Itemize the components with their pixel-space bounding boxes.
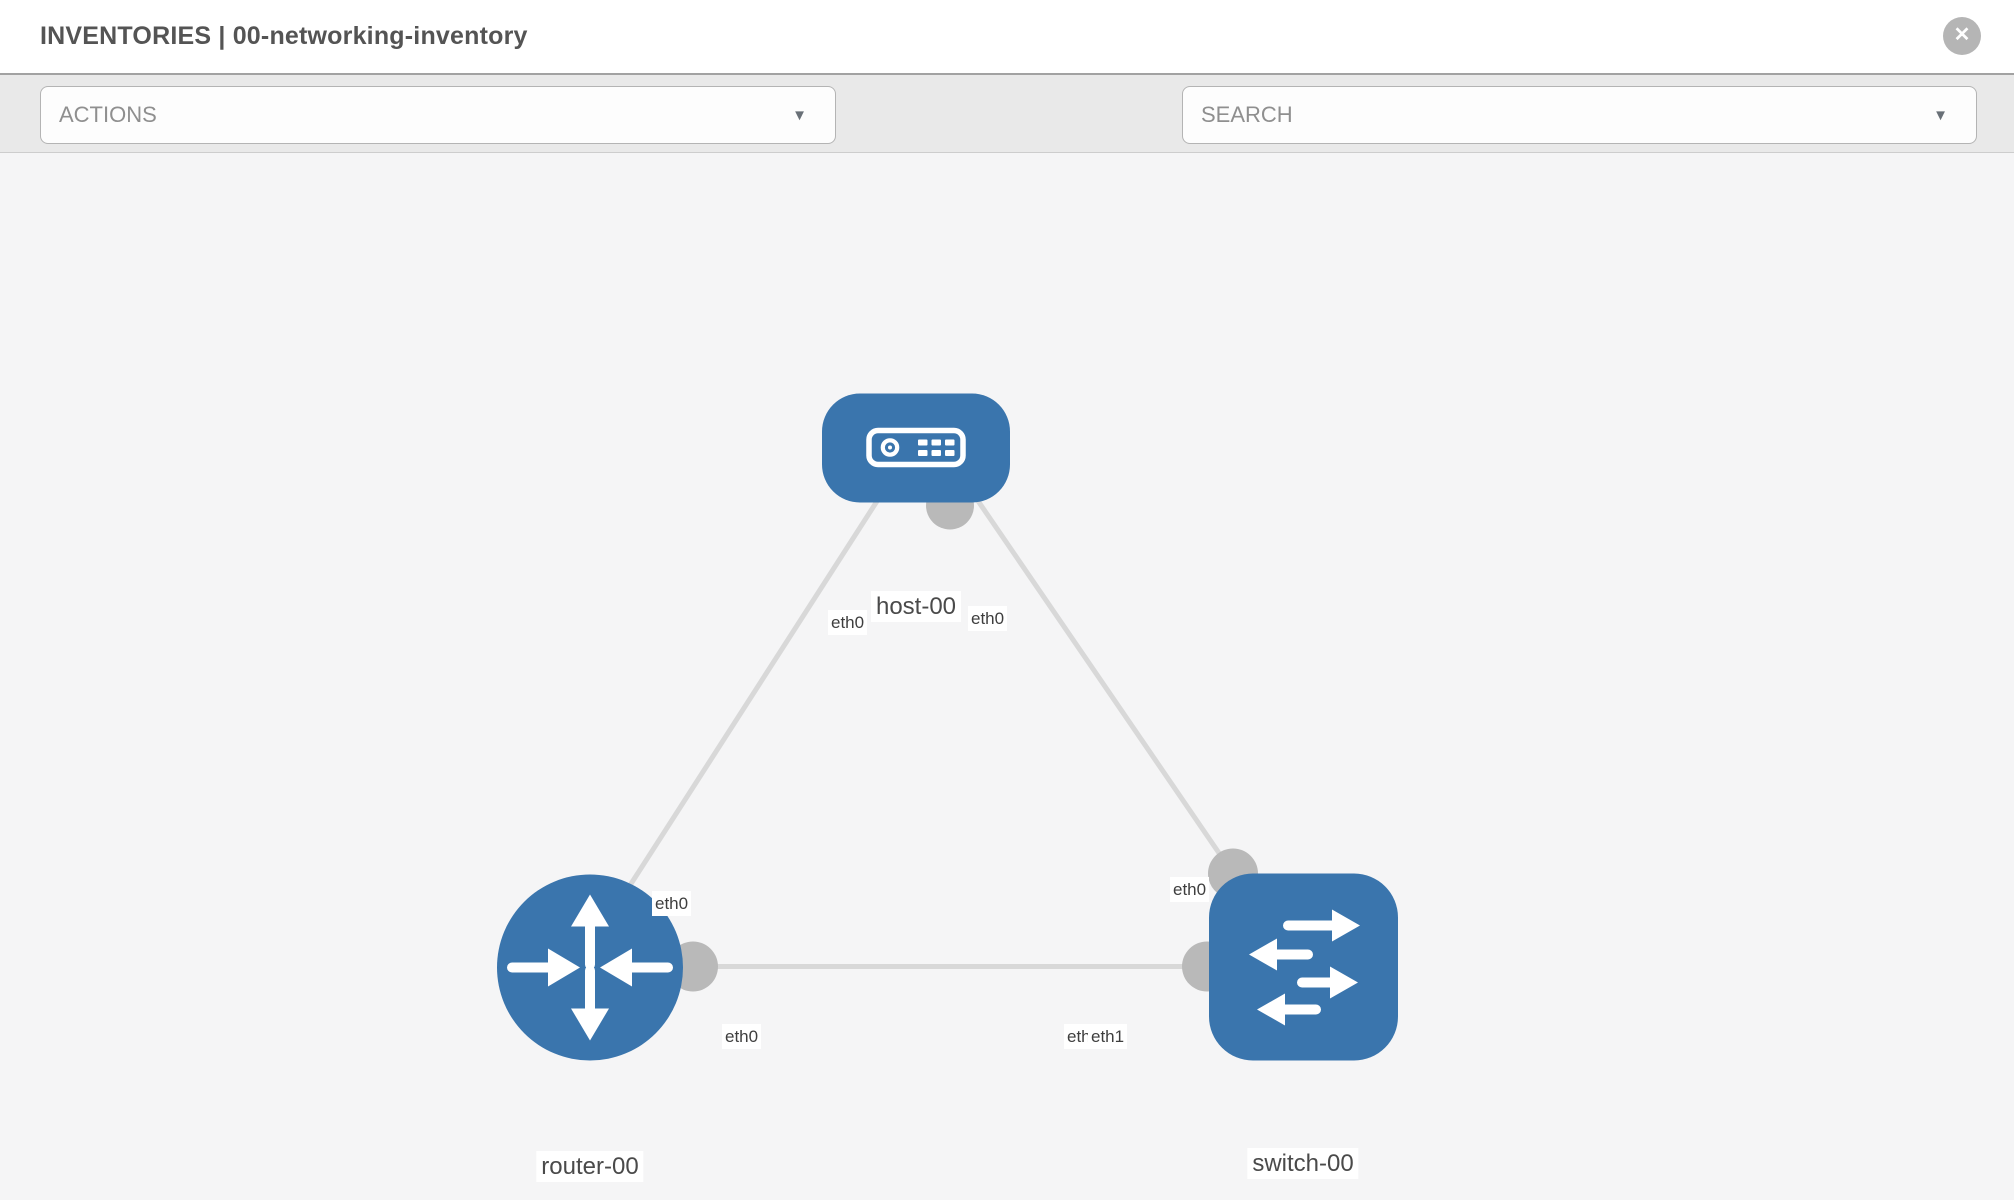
- actions-dropdown-label: ACTIONS: [59, 102, 157, 127]
- interface-label-host-left: eth0: [828, 610, 868, 635]
- interface-label-link-host-switch: eth0: [1170, 877, 1210, 902]
- close-icon: ✕: [1953, 24, 1971, 46]
- node-router[interactable]: [497, 874, 683, 1061]
- link-host-switch: [972, 495, 1236, 875]
- actions-dropdown[interactable]: ACTIONS ▼: [40, 86, 836, 144]
- node-host[interactable]: [822, 393, 1010, 503]
- node-label-router: router-00: [536, 1151, 644, 1182]
- interface-label-link-mid-left: eth0: [722, 1024, 762, 1049]
- toolbar: ACTIONS ▼ SEARCH ▼: [0, 73, 2014, 207]
- page-title: INVENTORIES | 00-networking-inventory: [40, 22, 528, 50]
- titlebar: INVENTORIES | 00-networking-inventory ✕: [0, 0, 2014, 73]
- chevron-down-icon: ▼: [792, 106, 807, 124]
- host-icon: [866, 427, 966, 468]
- node-label-switch: switch-00: [1247, 1148, 1359, 1179]
- search-placeholder: SEARCH: [1201, 102, 1293, 127]
- switch-icon: [1249, 909, 1360, 1026]
- topology-canvas[interactable]: host-00 router-00 switch-00 eth0 eth0 et…: [0, 153, 2014, 1200]
- interface-label-host-right: eth0: [968, 606, 1008, 631]
- interface-label-link-mid-right: eth1: [1088, 1024, 1128, 1049]
- search-dropdown[interactable]: SEARCH ▼: [1182, 86, 1977, 144]
- link-host-router: [625, 495, 883, 890]
- close-button[interactable]: ✕: [1943, 17, 1981, 55]
- chevron-down-icon: ▼: [1933, 106, 1948, 124]
- node-switch[interactable]: [1209, 873, 1398, 1061]
- interface-label-link-host-router: eth0: [652, 891, 692, 916]
- node-label-host: host-00: [870, 591, 962, 622]
- router-icon: [507, 894, 673, 1041]
- topology-diagram: [497, 393, 1398, 1061]
